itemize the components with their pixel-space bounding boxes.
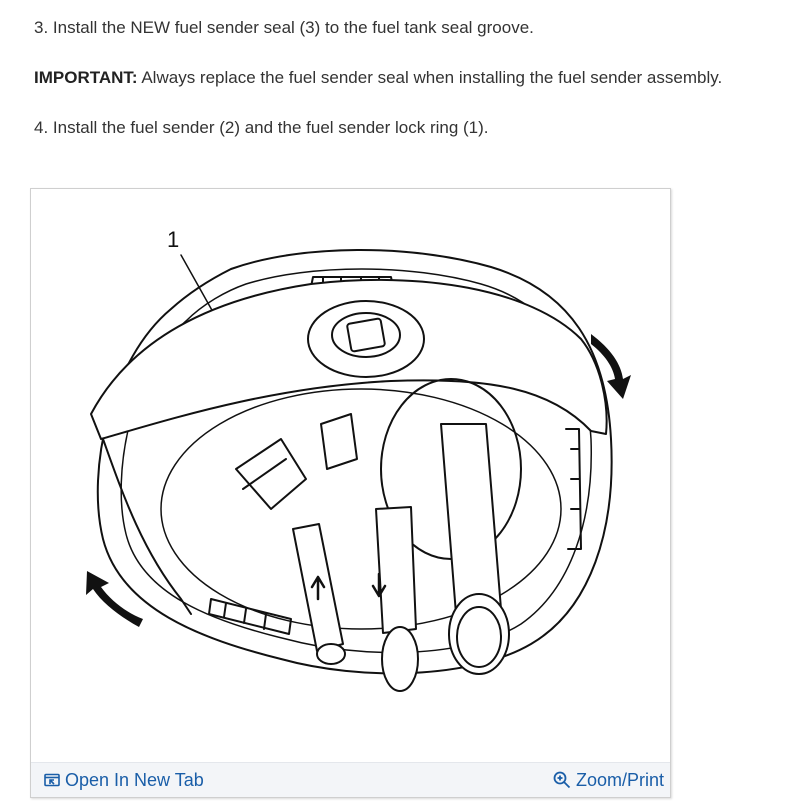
fuel-tube-medium-end xyxy=(381,626,419,692)
zoom-print-link[interactable]: Zoom/Print xyxy=(553,769,664,791)
sender-post xyxy=(320,413,358,470)
open-in-new-tab-label: Open In New Tab xyxy=(65,770,204,790)
sender-nut-outer xyxy=(307,300,425,378)
important-label: IMPORTANT: xyxy=(34,68,138,87)
lock-ring-band-lower-edge xyxy=(102,438,192,615)
sender-bracket xyxy=(235,438,307,510)
important-note: IMPORTANT: Always replace the fuel sende… xyxy=(34,67,722,89)
instruction-step-4: 4. Install the fuel sender (2) and the f… xyxy=(34,118,489,137)
lock-ring-tab-right xyxy=(565,428,582,550)
callout-1-label: 1 xyxy=(167,227,179,252)
fuel-tube-small-end xyxy=(316,643,346,665)
sender-body-bowl xyxy=(160,388,562,630)
open-in-new-tab-link[interactable]: Open In New Tab xyxy=(44,769,204,791)
sender-nut-inner xyxy=(331,312,401,358)
open-new-tab-icon xyxy=(44,773,60,787)
figure-toolbar: Open In New Tab Zoom/Print xyxy=(31,762,670,797)
fuel-tube-medium xyxy=(375,506,417,634)
fuel-sender-illustration: 1 xyxy=(86,227,631,692)
important-text: Always replace the fuel sender seal when… xyxy=(137,68,723,87)
zoom-print-label: Zoom/Print xyxy=(575,770,664,790)
instruction-step-3: 3. Install the NEW fuel sender seal (3) … xyxy=(34,18,534,37)
sender-nut-square xyxy=(346,317,386,353)
lock-ring-tab-bottom xyxy=(208,598,292,635)
zoom-magnifier-icon xyxy=(553,771,571,789)
rotation-arrow-left xyxy=(86,571,143,627)
fuel-tube-large-end-inner xyxy=(456,606,502,668)
flow-arrow-up xyxy=(310,575,326,601)
flow-arrow-down xyxy=(371,572,387,598)
fuel-tube-large xyxy=(440,423,502,615)
figure-frame: 1 xyxy=(30,188,671,798)
rotation-arrow-right xyxy=(591,334,631,399)
